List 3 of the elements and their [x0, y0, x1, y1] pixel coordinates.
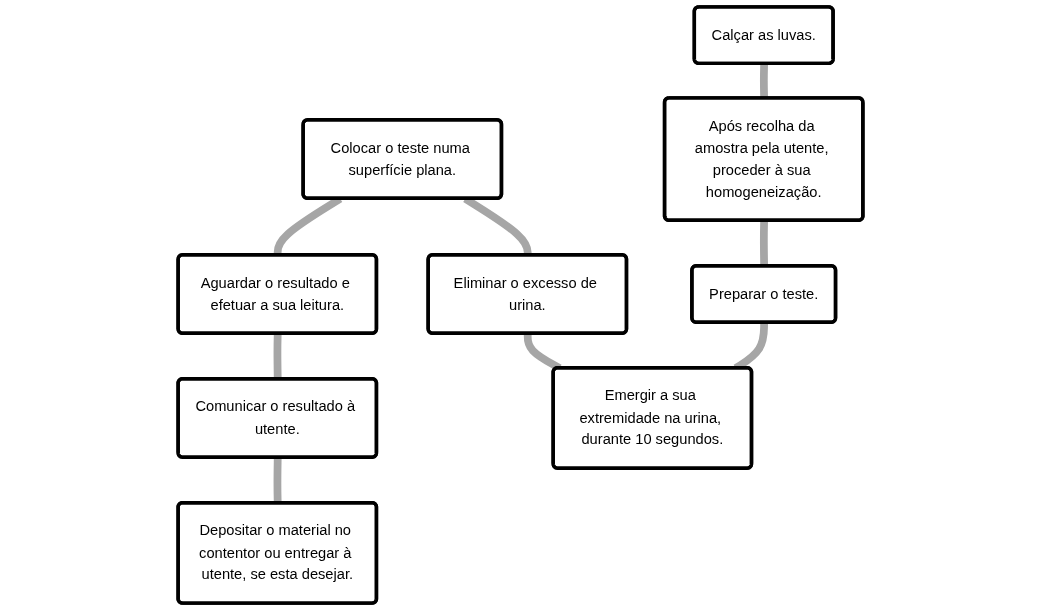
- connector: [273, 332, 282, 380]
- connector: [759, 219, 768, 267]
- connector: [273, 457, 282, 504]
